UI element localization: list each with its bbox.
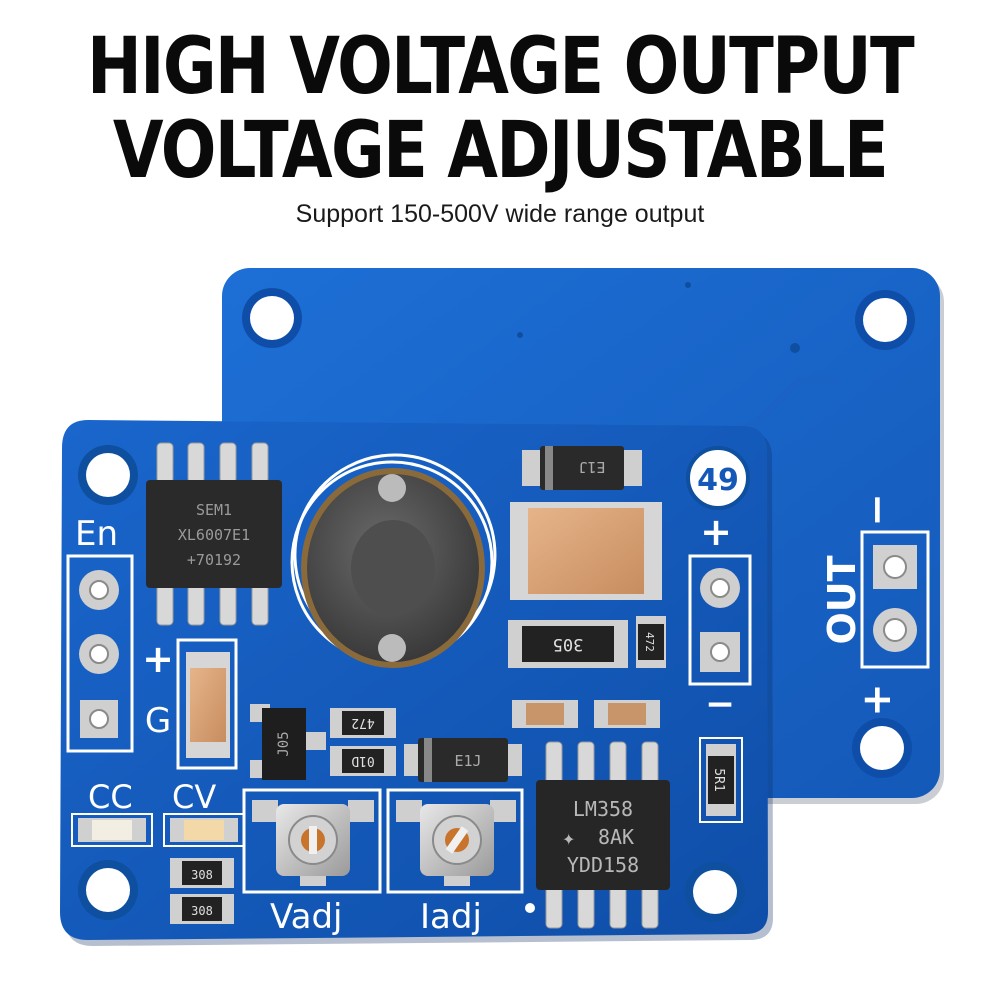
resistor-305: 305 [508, 620, 628, 668]
en-pin-2 [79, 634, 119, 674]
capacitor-vertical-left [176, 638, 238, 770]
inductor [290, 453, 497, 668]
led-cv [163, 813, 245, 847]
resistor-308-b-mark: 308 [191, 904, 213, 918]
resistor-01d-mark: 01D [351, 753, 375, 768]
back-out-label: OUT [820, 555, 864, 644]
ic-lm358-line1: LM358 [573, 797, 633, 821]
pin1-dot [525, 903, 535, 913]
resistor-472-vertical-mark: 472 [643, 632, 656, 652]
resistor-5r1: 5R1 [699, 737, 743, 823]
en-label: En [75, 514, 118, 554]
diode-e1j-top-mark: E1J [578, 458, 605, 476]
transistor-sot23: J05 [250, 704, 326, 780]
led-cc [71, 813, 153, 847]
ic-lm358: LM358 8AK YDD158 ✦ [536, 741, 670, 929]
capacitor-small-2 [594, 700, 660, 728]
back-mount-hole-top-right [855, 290, 915, 350]
ic-xl6007-line1: SEM1 [196, 501, 232, 519]
front-out-plus-label: + [700, 510, 732, 554]
headline-line-1: HIGH VOLTAGE OUTPUT [86, 22, 915, 112]
back-plus-label: + [854, 683, 900, 717]
diode-e1j-bottom-mark: E1J [454, 752, 481, 770]
resistor-5r1-mark: 5R1 [711, 768, 726, 791]
front-mount-hole-top-left [78, 445, 138, 505]
board-number: 49 [697, 463, 739, 498]
front-out-header-outline [688, 554, 752, 686]
headline-line-2: VOLTAGE ADJUSTABLE [112, 106, 889, 196]
ic-xl6007-line3: +70192 [187, 551, 241, 569]
resistor-308-a: 308 [170, 858, 234, 888]
front-mount-hole-bottom-left [78, 860, 138, 920]
subtitle: Support 150-500V wide range output [295, 200, 705, 228]
resistor-472-horizontal-mark: 472 [351, 715, 374, 730]
front-out-pin-2 [700, 632, 740, 672]
resistor-472-horizontal: 472 [330, 708, 396, 738]
ti-logo-icon: ✦ [562, 830, 575, 849]
resistor-308-a-mark: 308 [191, 868, 213, 882]
ic-lm358-line2: 8AK [598, 825, 634, 849]
en-pin-1 [79, 570, 119, 610]
capacitor-large [510, 502, 662, 600]
potentiometer-iadj [396, 800, 516, 886]
iadj-label: Iadj [420, 897, 482, 937]
g-label: G [145, 701, 171, 741]
diode-e1j-bottom: E1J [404, 738, 522, 782]
front-out-minus-label: − [705, 684, 735, 725]
plus-label: + [142, 637, 174, 681]
en-pin-3 [80, 700, 118, 738]
resistor-305-mark: 305 [553, 634, 584, 654]
back-minus-label: − [854, 493, 900, 527]
front-mount-hole-top-right [686, 446, 750, 510]
back-mount-hole-top-left [242, 288, 302, 348]
ic-xl6007: SEM1 XL6007E1 +70192 [146, 442, 282, 626]
front-board: 49 En + G [60, 420, 773, 946]
capacitor-small-1 [512, 700, 578, 728]
back-out-pin-1 [873, 545, 917, 589]
cc-label: CC [88, 778, 133, 816]
back-mount-hole-bottom-right [852, 718, 912, 778]
resistor-01d: 01D [330, 746, 396, 776]
back-out-pin-2 [873, 608, 917, 652]
vadj-label: Vadj [270, 897, 342, 937]
resistor-308-b: 308 [170, 894, 234, 924]
ic-xl6007-line2: XL6007E1 [178, 526, 250, 544]
ic-lm358-line3: YDD158 [567, 853, 639, 877]
diode-e1j-top: E1J [522, 446, 642, 490]
transistor-sot23-mark: J05 [276, 731, 292, 756]
front-mount-hole-bottom-right [685, 862, 745, 922]
resistor-472-vertical: 472 [636, 616, 666, 668]
front-out-pin-1 [700, 568, 740, 608]
back-out-header-outline [860, 530, 930, 669]
potentiometer-vadj [252, 800, 374, 886]
en-header-outline [66, 554, 134, 753]
iadj-pot-outline [386, 788, 524, 894]
cv-label: CV [172, 778, 216, 816]
